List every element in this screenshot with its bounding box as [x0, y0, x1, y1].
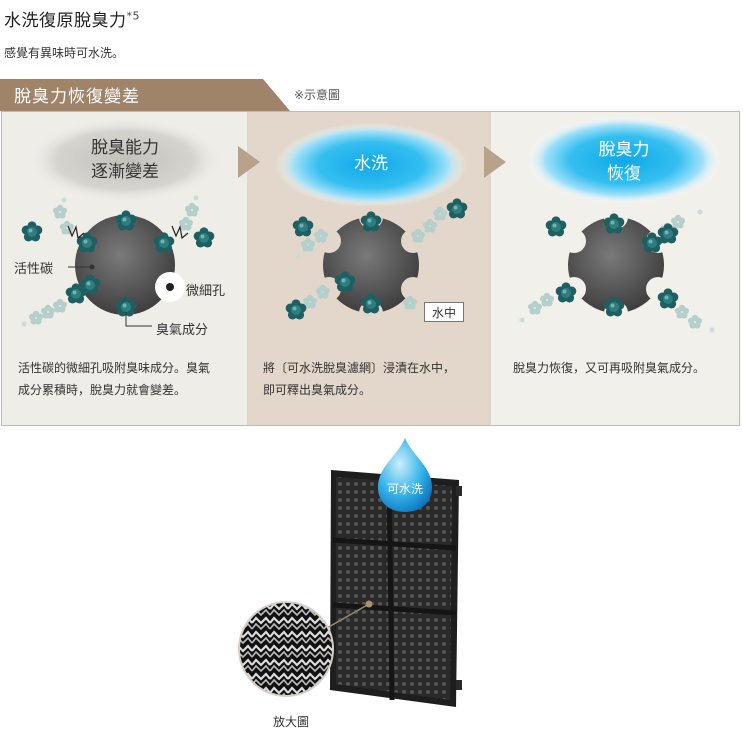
arrow-right-icon: [238, 146, 260, 178]
panel2-heading: 水洗: [354, 154, 388, 174]
section-banner: [0, 79, 290, 111]
in-water-tag: 水中: [424, 302, 464, 322]
panels-frame: [1, 111, 740, 426]
panel1-heading: 脫臭能力 逐漸變差: [91, 138, 159, 182]
panel3-heading: 脫臭力 恢復: [598, 140, 650, 184]
footnote-marker: *5: [126, 9, 140, 23]
gray-cloud: [27, 118, 223, 202]
label-activated-carbon: 活性碳: [14, 262, 54, 277]
carbon-particle-degraded: [75, 215, 185, 315]
spark-icon: [67, 224, 85, 240]
odor-molecule: [446, 198, 468, 219]
schematic-note: ※示意圖: [294, 88, 341, 102]
odor-molecule: [292, 216, 314, 237]
magnified-mesh: [238, 601, 334, 697]
odor-molecule: [285, 299, 307, 320]
arrow-right-icon: [484, 146, 506, 178]
label-odor-component: 臭氣成分: [156, 323, 209, 338]
odor-molecule: [21, 221, 43, 242]
magnify-caption: 放大圖: [273, 715, 310, 729]
blue-cloud-restored: [526, 116, 722, 204]
page-subtitle: 感覺有異味時可水洗。: [4, 46, 125, 60]
panel2-description: 將〔可水洗脫臭濾網〕浸漬在水中， 即可釋出臭氣成分。: [263, 361, 456, 397]
panel1-description: 活性碳的微細孔吸附臭味成分。臭氣 成分累積時，脫臭力就會變差。: [18, 361, 211, 397]
odor-molecule: [115, 210, 137, 231]
label-micropore: 微細孔: [186, 284, 226, 299]
panel3-description: 脫臭力恢復，又可再吸附臭氣成分。: [513, 361, 706, 375]
water-drop-icon: [378, 438, 432, 512]
washable-filter-image: [330, 470, 462, 707]
blue-cloud-wash: [275, 123, 467, 207]
odor-molecule: [545, 216, 567, 237]
section-banner-label: 脫臭力恢復變差: [14, 87, 140, 107]
spark-icon: [171, 224, 189, 240]
washable-label: 可水洗: [386, 482, 423, 496]
odor-molecule: [193, 227, 215, 248]
page-title: 水洗復原脫臭力*5: [4, 9, 140, 31]
